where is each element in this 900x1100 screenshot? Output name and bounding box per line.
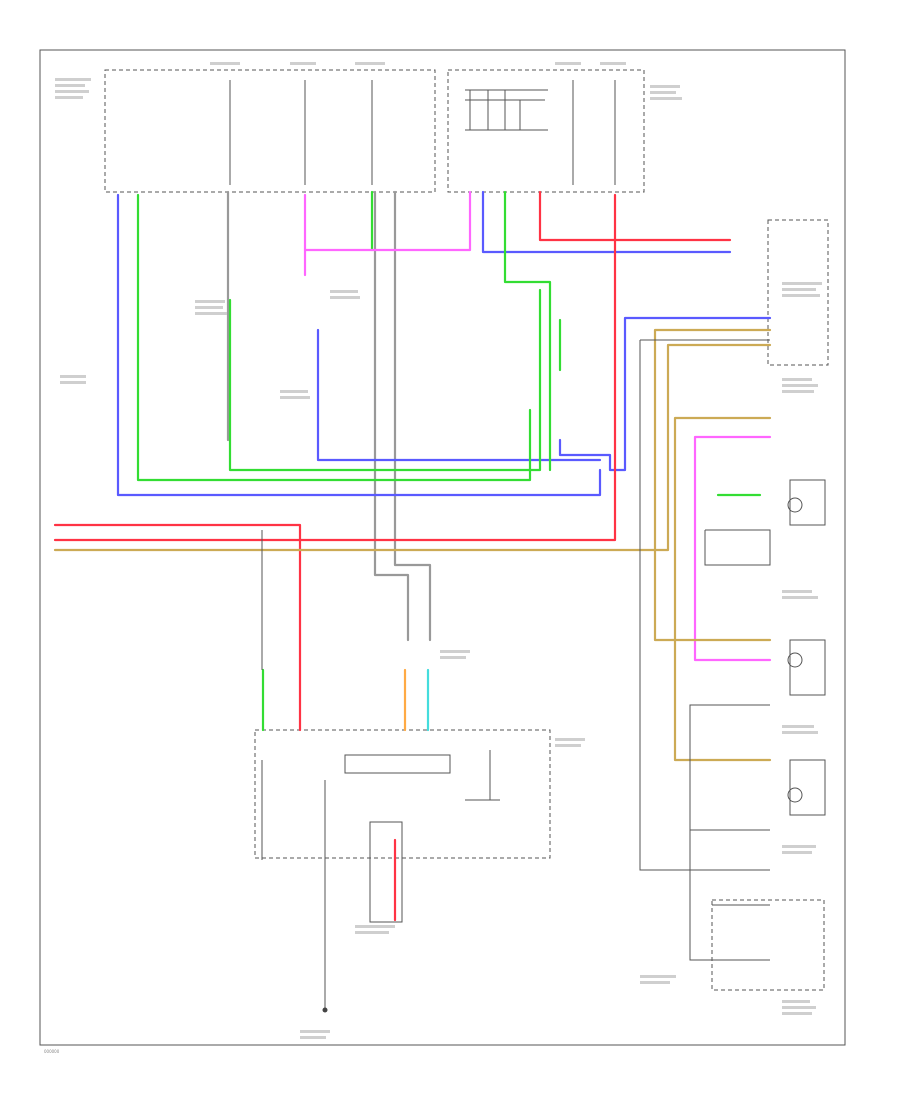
tan-wire-main [53,343,772,552]
blue-wire-right [558,316,772,472]
lamp-box-3 [789,759,826,816]
blue-wire-top [481,190,732,254]
pink-wire-top [303,190,472,252]
ground-point [322,1007,328,1013]
engine-control-module [447,69,645,193]
lamp-box-2 [789,639,826,696]
red-wire-top [538,190,732,242]
magenta-wire-right [693,435,772,662]
lamp-symbol-3 [787,787,803,803]
right-gray-wires [261,339,771,961]
label-blocks [55,62,822,1039]
red-wire-long [53,193,617,542]
green-wire-left-loop [136,193,532,482]
lamp-symbol-1 [787,497,803,513]
gray-wire-a [373,190,432,642]
lamp-box-1 [789,479,826,526]
lamp-symbol-2 [787,652,803,668]
tan-wire-right-b [653,328,772,642]
green-wire-center [228,288,542,472]
blue-wire-left-loop [116,193,602,497]
tan-wire-right-a [673,416,772,762]
switch-detail [465,89,548,131]
right-side-connector-frame [767,219,829,366]
footer-ref: 000000 [44,1049,60,1054]
diagram-frame [39,49,846,1046]
green-wire-right [503,190,552,472]
blue-wire-center [316,328,602,462]
transmission-subbox [344,754,451,774]
range-switch-box [369,821,403,923]
transmission-internal-lines [261,750,500,1010]
red-wire-main [53,523,302,732]
lower-right-module-frame [711,899,825,991]
instrument-cluster-module [104,69,436,193]
module-tap-lines [229,80,616,185]
